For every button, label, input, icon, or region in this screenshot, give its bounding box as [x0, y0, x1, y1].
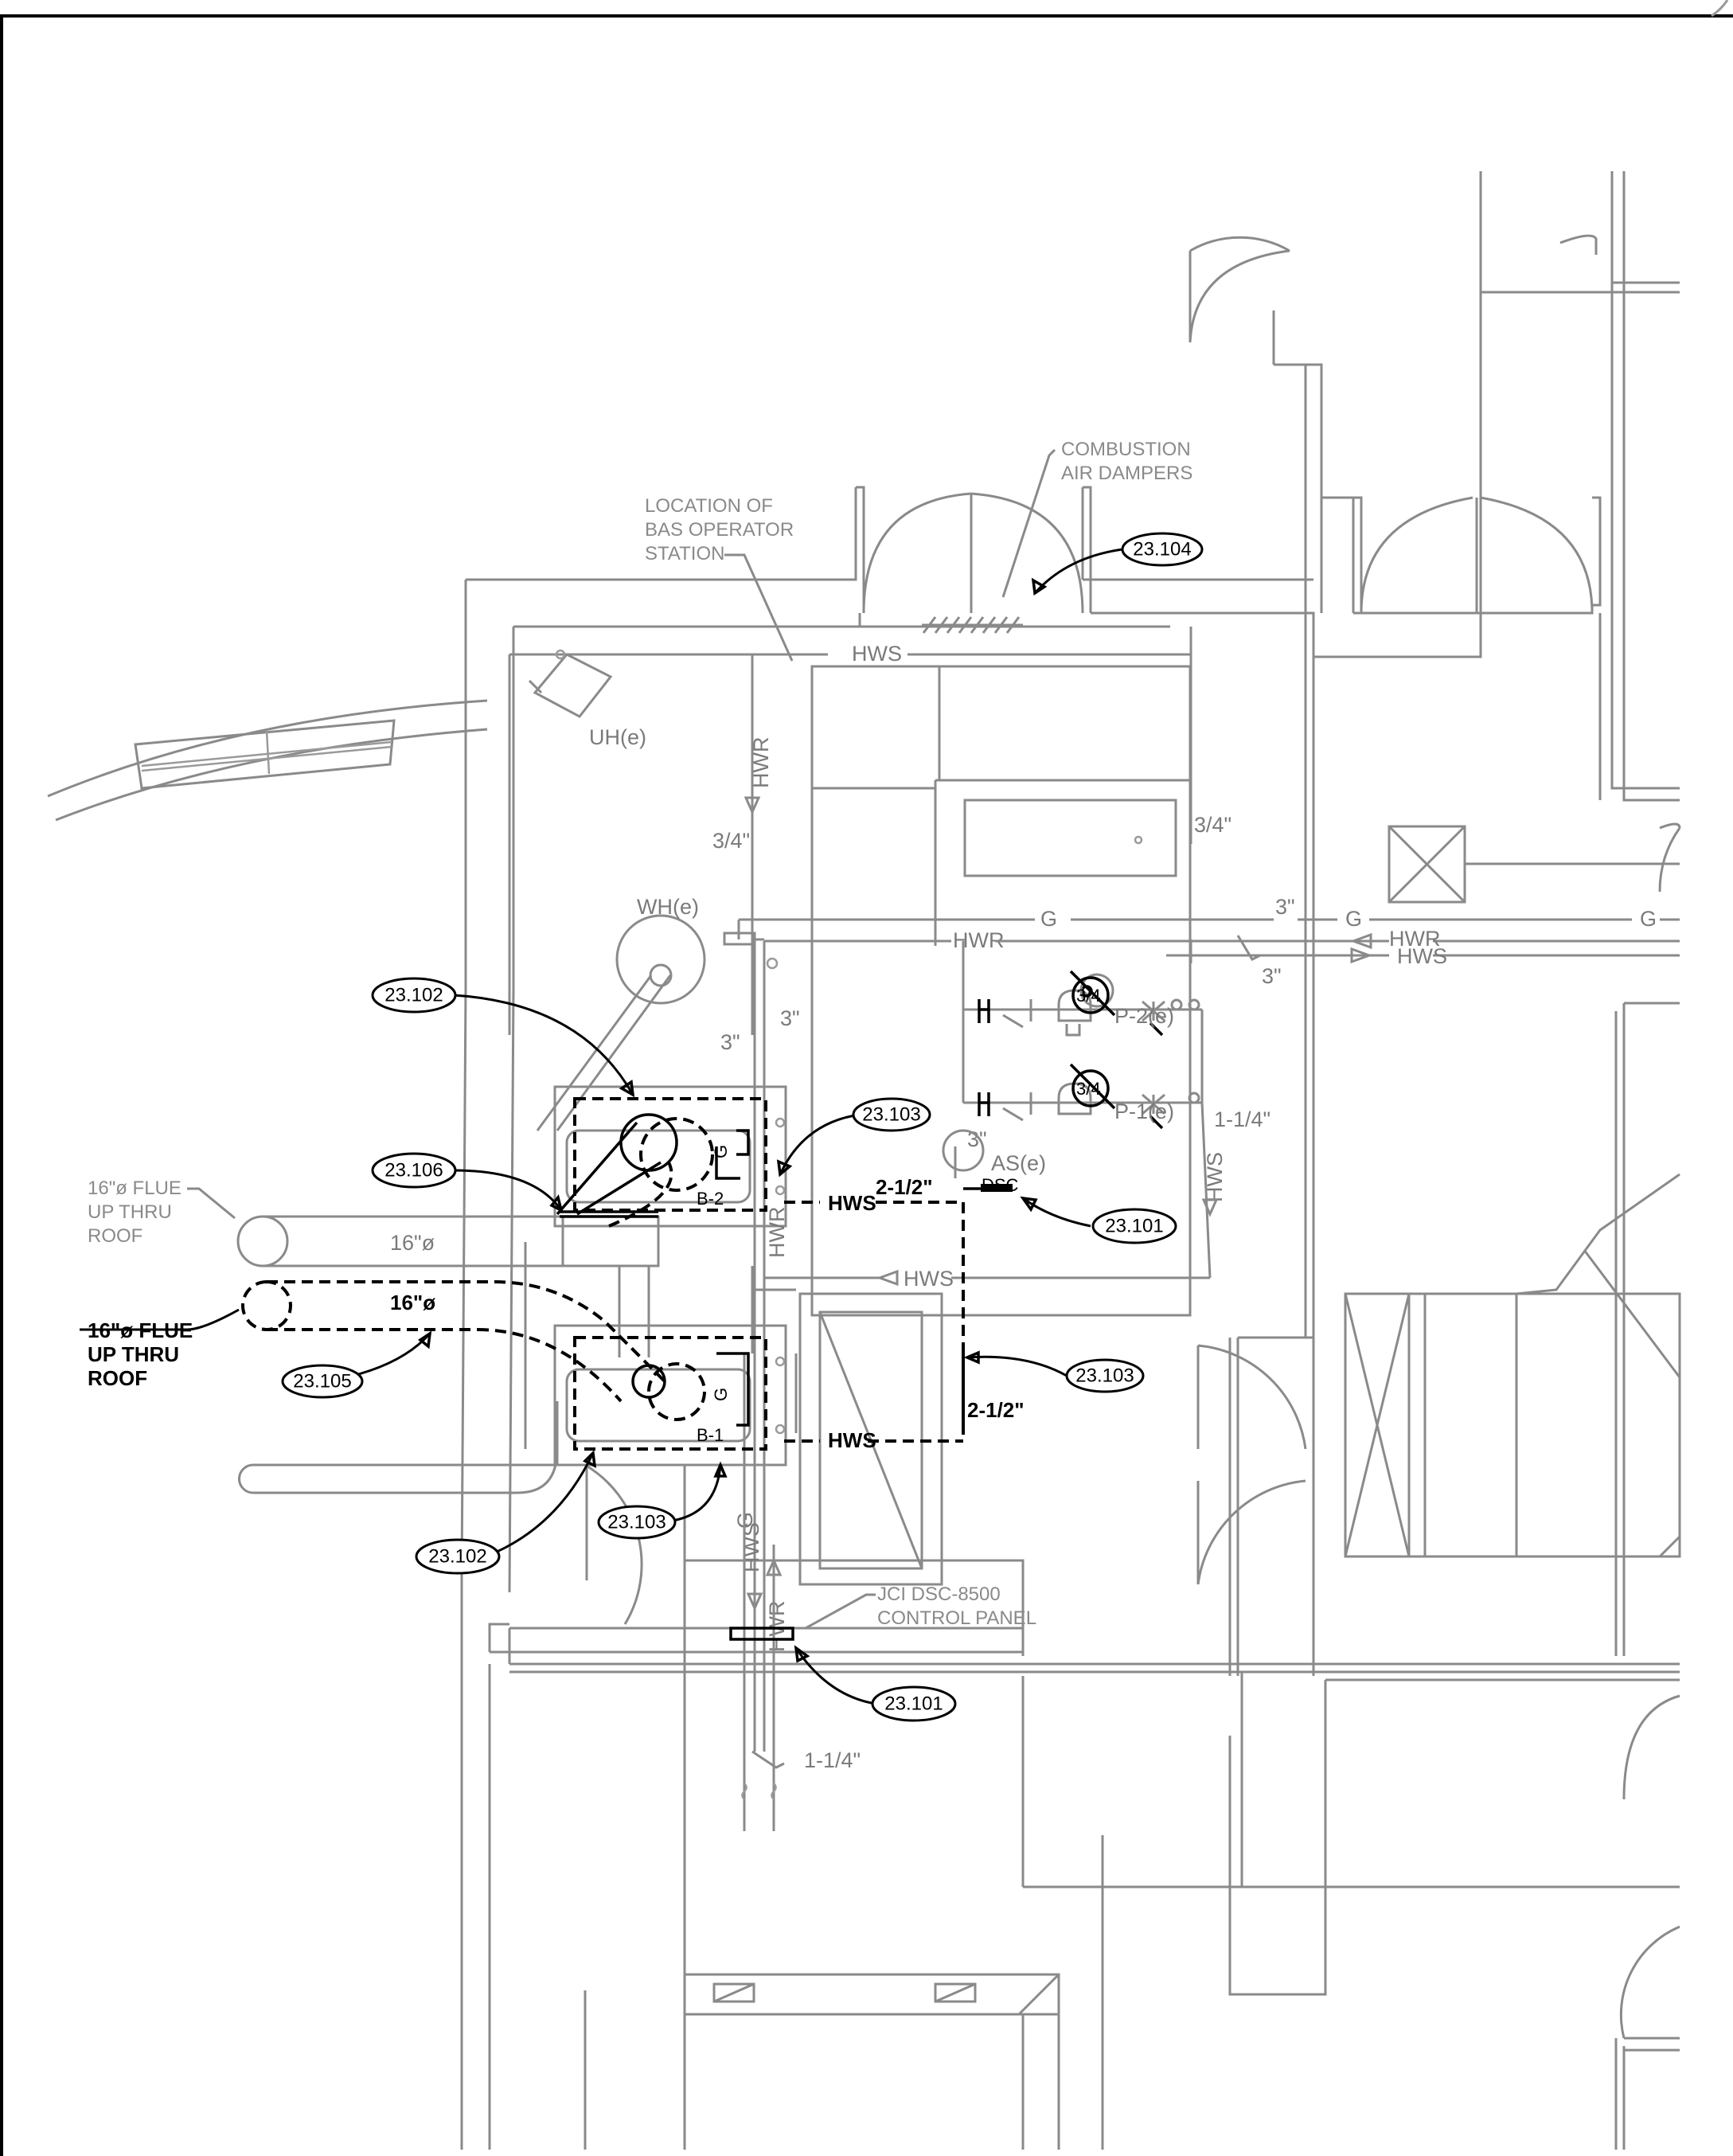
- hws-label-new-upper: HWS: [828, 1191, 876, 1215]
- uh-label: UH(e): [589, 725, 646, 749]
- tag-23-101-lower: 23.101: [871, 1685, 957, 1722]
- svg-text:23.102: 23.102: [384, 984, 443, 1006]
- note-flue-upper-3: ROOF: [88, 1225, 142, 1247]
- note-combustion-1: COMBUSTION: [1061, 439, 1191, 460]
- hwr-label-right: HWR: [1389, 927, 1440, 951]
- boiler-b1-label: B-1: [697, 1425, 724, 1445]
- svg-text:23.102: 23.102: [428, 1545, 486, 1567]
- size-3-4-left: 3/4": [712, 829, 750, 853]
- pump-p2-label: P-2(e): [1114, 1004, 1174, 1028]
- size-3-4-right: 3/4": [1194, 813, 1231, 837]
- note-bas-1: LOCATION OF: [645, 495, 773, 517]
- architectural-walls: [47, 171, 1681, 2150]
- tag-23-101-upper: 23.101: [1091, 1208, 1177, 1244]
- svg-text:23.103: 23.103: [607, 1511, 665, 1533]
- tag-23-102-upper: 23.102: [371, 977, 457, 1014]
- hwr-label-bottom: HWR: [765, 1601, 789, 1652]
- size-3-vert-b: 3": [780, 1006, 800, 1030]
- pump-p1-size: 3/4: [1076, 1079, 1101, 1099]
- g-label-a: G: [1040, 907, 1057, 931]
- combustion-damper: [922, 616, 1023, 634]
- svg-text:23.103: 23.103: [1075, 1365, 1134, 1386]
- new-work: G B-2 G B-1 16"ø HWS 2-1/2" HWS 2-1/2": [241, 1097, 1025, 1452]
- note-flue-upper-2: UP THRU: [88, 1201, 172, 1223]
- gas-b1: G: [711, 1388, 731, 1401]
- size-1-1-4-bottom: 1-1/4": [804, 1748, 861, 1772]
- note-flue-lower-1: 16"ø FLUE: [88, 1318, 193, 1342]
- tag-23-106: 23.106: [371, 1152, 457, 1189]
- hws-label-right: HWS: [1397, 944, 1447, 968]
- tag-23-104: 23.104: [1121, 532, 1204, 567]
- size-3-g: 3": [1275, 895, 1295, 919]
- tag-23-103-right: 23.103: [1065, 1358, 1145, 1393]
- pump-p2: [978, 970, 1200, 1037]
- hws-label-pump: HWS: [1203, 1152, 1227, 1202]
- svg-text:23.103: 23.103: [862, 1103, 920, 1125]
- size-3-right: 3": [1262, 964, 1282, 988]
- hws-label-mid: HWS: [904, 1267, 954, 1291]
- note-bas-3: STATION: [645, 543, 724, 564]
- note-jci-2: CONTROL PANEL: [877, 1607, 1036, 1629]
- g-label-c: G: [1640, 907, 1657, 931]
- tag-23-105: 23.105: [281, 1364, 364, 1399]
- note-flue-lower-3: ROOF: [88, 1366, 147, 1390]
- tag-23-103-lower: 23.103: [597, 1505, 677, 1540]
- keynote-leaders: [80, 548, 1123, 1705]
- svg-text:23.105: 23.105: [293, 1370, 351, 1392]
- pump-p1: [978, 1063, 1200, 1130]
- note-flue-upper-1: 16"ø FLUE: [88, 1178, 181, 1199]
- hws-label-top: HWS: [852, 642, 902, 666]
- grey-piping: HWS HWR 3/4" G G G 3" 3/4" HWR HWR HWS 3…: [88, 439, 1680, 1831]
- as-label: AS(e): [991, 1151, 1046, 1175]
- g-label-b: G: [1345, 907, 1362, 931]
- size-2-1-2-lower: 2-1/2": [967, 1398, 1025, 1422]
- flue-size-grey: 16"ø: [390, 1231, 435, 1255]
- note-flue-lower-2: UP THRU: [88, 1342, 179, 1366]
- tag-23-103-upper: 23.103: [852, 1097, 931, 1132]
- size-1-1-4-right: 1-1/4": [1214, 1107, 1270, 1131]
- gas-b2: G: [711, 1145, 731, 1158]
- pump-p1-label: P-1(e): [1114, 1099, 1174, 1123]
- note-bas-2: BAS OPERATOR: [645, 519, 794, 541]
- wh-label: WH(e): [637, 895, 699, 919]
- flue-size-new: 16"ø: [390, 1291, 435, 1314]
- hwr-label-vert: HWR: [765, 1207, 789, 1258]
- size-2-1-2-upper: 2-1/2": [876, 1175, 933, 1199]
- svg-text:23.106: 23.106: [384, 1159, 443, 1181]
- size-3-vert-a: 3": [720, 1030, 740, 1054]
- pump-p2-size: 3/4: [1076, 986, 1101, 1006]
- dsc-label: DSC: [982, 1175, 1019, 1195]
- hwr-label-upper: HWR: [749, 737, 773, 788]
- svg-text:23.101: 23.101: [1105, 1215, 1163, 1236]
- svg-text:23.104: 23.104: [1133, 538, 1191, 560]
- note-jci-1: JCI DSC-8500: [877, 1584, 1001, 1605]
- boiler-b2-label: B-2: [697, 1189, 724, 1209]
- note-combustion-2: AIR DAMPERS: [1061, 463, 1192, 484]
- tag-23-102-lower: 23.102: [415, 1538, 501, 1575]
- svg-text:23.101: 23.101: [884, 1693, 943, 1714]
